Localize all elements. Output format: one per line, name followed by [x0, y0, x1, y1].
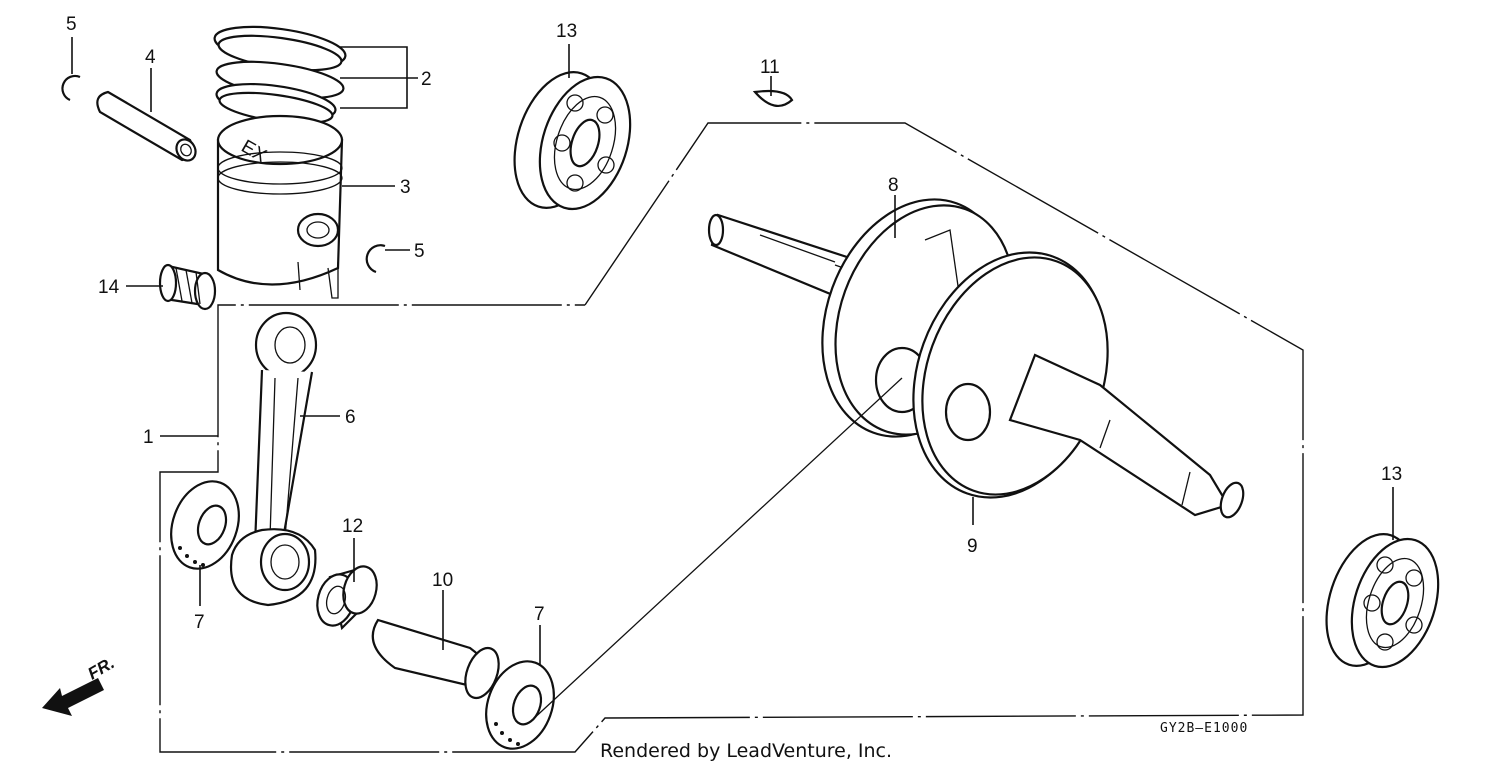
crankshaft	[707, 198, 1245, 519]
piston: EX	[216, 114, 344, 299]
callout-numbers: 5 4 2 3 5 14 13 11 8 9 6 1 7 12 10 7 13	[66, 14, 1402, 633]
callout-2: 2	[421, 69, 432, 90]
piston-rings	[213, 25, 347, 125]
piston-pin	[96, 90, 197, 162]
callout-12: 12	[342, 516, 363, 537]
callout-7: 7	[194, 612, 205, 633]
callout-1: 1	[143, 427, 154, 448]
callout-6: 6	[345, 407, 356, 428]
callout-9: 9	[967, 536, 978, 557]
callout-14: 14	[98, 277, 120, 298]
thrust-washer-left	[170, 480, 240, 570]
callout-10: 10	[432, 570, 453, 591]
callout-13: 13	[556, 21, 577, 42]
callout-5: 5	[414, 241, 425, 262]
small-end-needle-bearing	[158, 263, 217, 311]
callout-13: 13	[1381, 464, 1402, 485]
front-direction-indicator: FR.	[42, 653, 118, 716]
woodruff-key	[752, 89, 794, 108]
main-bearing-right	[1325, 533, 1440, 669]
callout-7: 7	[534, 604, 545, 625]
drawing-code: GY2B–E1000	[1160, 721, 1248, 736]
callout-3: 3	[400, 177, 411, 198]
assembly-boundary-lines	[159, 122, 1304, 753]
direction-label: FR.	[85, 653, 118, 683]
thrust-washer-right	[485, 660, 555, 750]
main-bearing-top	[513, 71, 632, 211]
crank-pin	[371, 618, 500, 700]
callout-4: 4	[145, 47, 156, 68]
callout-11: 11	[760, 57, 780, 78]
big-end-needle-bearing	[316, 565, 378, 631]
render-credit: Rendered by LeadVenture, Inc.	[600, 740, 892, 762]
front-arrow-icon	[42, 678, 104, 716]
callout-5: 5	[66, 14, 77, 35]
piston-pin-clips	[61, 74, 386, 274]
callout-8: 8	[888, 175, 899, 196]
connecting-rod	[229, 311, 318, 607]
leader-lines	[71, 37, 1394, 723]
